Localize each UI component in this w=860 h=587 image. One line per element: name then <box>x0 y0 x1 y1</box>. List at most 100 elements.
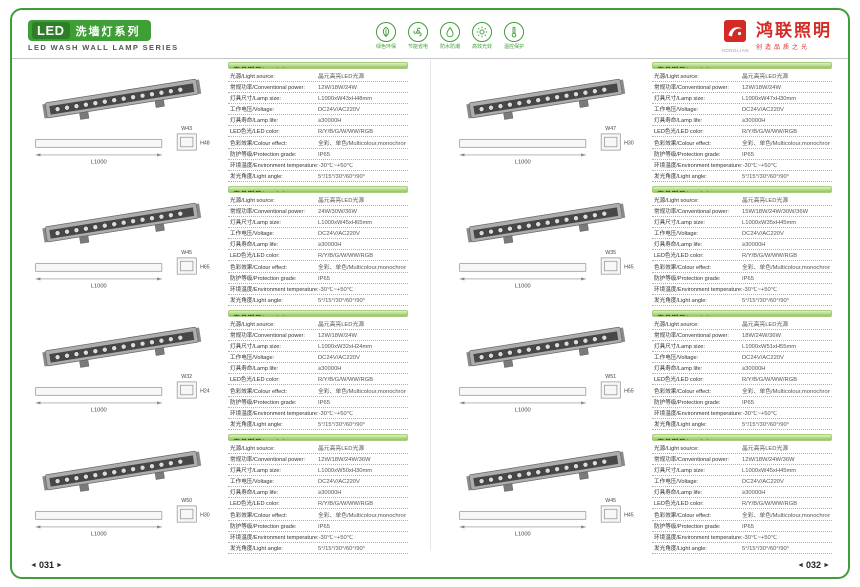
spec-rows: 光源/Light source: 晶元高亮LED光源常规功率/Convention… <box>652 317 832 430</box>
spec-row: 工作电压/Voltage:DC24V/AC220V <box>652 104 832 115</box>
product-photo: L1000 W51 H55 <box>459 326 634 414</box>
svg-text:W47: W47 <box>605 126 616 132</box>
product-figure: L1000 W45 H45 <box>452 434 648 551</box>
spec-value: 晶元高亮LED光源 <box>742 322 789 328</box>
svg-text:L1000: L1000 <box>515 532 531 538</box>
spec-label: 防护等级/Protection grade: <box>230 152 297 158</box>
brand-logo-subtext: HONGLIAN <box>721 47 749 53</box>
spec-value: DC24V/AC220V <box>742 231 784 237</box>
spec-table: 产品型号/Model：XQD-024 光源/Light source:晶元高亮L… <box>652 186 832 306</box>
spec-value: DC24V/AC220V <box>318 355 360 361</box>
spec-row: 环境温度/Environment temperature:-30℃~+50℃ <box>228 532 408 543</box>
svg-text:H48: H48 <box>200 140 210 146</box>
model-header: 产品型号/Model：XQD-025 <box>652 310 832 317</box>
spec-row: 发光角度/Light angle:5°/15°/30°/60°/90° <box>652 419 832 430</box>
thermometer-icon <box>504 22 525 42</box>
spec-row: 发光角度/Light angle:5°/15°/30°/60°/90° <box>652 171 832 182</box>
spec-label: LED色光/LED color: <box>230 253 280 259</box>
model-label: 产品型号/Model：XQD-023 <box>657 66 746 69</box>
spec-label: 环境温度/Environment temperature: <box>230 163 319 169</box>
spec-row: LED色光/LED color:R/Y/B/G/W/WW/RGB <box>228 126 408 137</box>
spec-row: 工作电压/Voltage:DC24V/AC220V <box>652 352 832 363</box>
spec-table: 产品型号/Model：XQD-023 光源/Light source:晶元高亮L… <box>652 62 832 182</box>
spec-table: 产品型号/Model：XQD-019 光源/Light source:晶元高亮L… <box>228 62 408 182</box>
spec-label: 工作电压/Voltage: <box>230 355 275 361</box>
spec-row: 灯具尺寸/Lamp size:L1000xW45xH65mm <box>228 217 408 228</box>
spec-row: 光源/Light source:晶元高亮LED光源 <box>228 194 408 206</box>
spec-value: DC24V/AC220V <box>318 107 360 113</box>
model-label: 产品型号/Model：XQD-024 <box>657 190 746 193</box>
spec-row: 发光角度/Light angle:5°/15°/30°/60°/90° <box>652 295 832 306</box>
model-label: 产品型号/Model：XQD-022 <box>233 438 322 441</box>
spec-row: 常规功率/Conventional power:18W/24W/36W <box>652 330 832 341</box>
product-figure: L1000 W50 H30 <box>28 434 224 551</box>
spec-value: 5°/15°/30°/60°/90° <box>318 174 366 180</box>
spec-value: 5°/15°/30°/60°/90° <box>318 298 366 304</box>
spec-label: 灯具尺寸/Lamp size: <box>654 96 705 102</box>
spec-value: DC24V/AC220V <box>318 479 360 485</box>
spec-table: 产品型号/Model：XQD-022 光源/Light source:晶元高亮L… <box>228 434 408 554</box>
spec-value: 晶元高亮LED光源 <box>742 446 789 452</box>
spec-label: 灯具尺寸/Lamp size: <box>654 468 705 474</box>
spec-row: 工作电压/Voltage: DC24V/AC220V <box>228 352 408 363</box>
spec-label: 灯具寿命/Lamp life: <box>230 118 279 124</box>
spec-row: 环境温度/Environment temperature:-30℃~+50℃ <box>228 160 408 171</box>
spec-value: -30℃~+50℃ <box>742 411 778 417</box>
spec-value: ≥30000H <box>318 242 342 248</box>
leaf-icon <box>375 22 396 42</box>
dimension-drawing: L1000 W51 H55 <box>459 374 634 414</box>
spec-label: 灯具寿命/Lamp life: <box>230 490 279 496</box>
spec-value: L1000xW47xH30mm <box>742 96 797 102</box>
product-photo: L1000 W45 H65 <box>35 202 210 290</box>
svg-text:W35: W35 <box>605 250 616 256</box>
spec-value: ≥30000H <box>742 242 766 248</box>
spec-row: 环境温度/Environment temperature:-30℃~+50℃ <box>652 532 832 543</box>
spec-label: 工作电压/Voltage: <box>654 355 699 361</box>
product-figure: L1000 W51 H55 <box>452 310 648 427</box>
spec-value: 晶元高亮LED光源 <box>742 74 789 80</box>
spec-row: 环境温度/Environment temperature:-30℃~+50℃ <box>652 160 832 171</box>
spec-label: 光源/Light source: <box>230 322 275 328</box>
spec-row: 光源/Light source:晶元高亮LED光源 <box>228 70 408 82</box>
series-title-en: LED WASH WALL LAMP SERIES <box>28 43 179 52</box>
page-header: LED 洗墙灯系列 LED WASH WALL LAMP SERIES 绿色环保 <box>12 10 848 59</box>
spec-value: IP65 <box>318 524 330 530</box>
spec-label: 环境温度/Environment temperature: <box>230 535 319 541</box>
spec-value: IP65 <box>742 524 754 530</box>
spec-value: R/Y/B/G/W/WW/RGB <box>742 501 798 507</box>
spec-label: 常规功率/Conventional power: <box>654 457 729 463</box>
spec-label: 工作电压/Voltage: <box>654 107 699 113</box>
spec-row: 工作电压/Voltage:DC24V/AC220V <box>228 104 408 115</box>
spec-row: 防护等级/Protection grade:IP65 <box>228 521 408 532</box>
eco-badge: 节能省电 <box>408 22 428 50</box>
spec-row: LED色光/LED color:R/Y/B/G/W/WW/RGB <box>228 374 408 385</box>
model-label: 产品型号/Model：XQD-020 <box>233 190 322 193</box>
product-card: L1000 W35 H45 产品型号/Model：XQD-024 光源/Ligh… <box>452 186 832 306</box>
spec-row: 光源/Light source:晶元高亮LED光源 <box>652 194 832 206</box>
spec-label: 灯具寿命/Lamp life: <box>654 118 703 124</box>
spec-row: 常规功率/Conventional power:12W/18W/24W <box>652 82 832 93</box>
spec-label: 光源/Light source: <box>654 322 699 328</box>
spec-value: IP65 <box>318 152 330 158</box>
spec-value: ≥30000H <box>318 366 342 372</box>
spec-row: 常规功率/Conventional power:12W/18W/24W/36W <box>652 454 832 465</box>
spec-value: -30℃~+50℃ <box>318 163 354 169</box>
spec-row: 环境温度/Environment temperature:-30℃~+50℃ <box>652 284 832 295</box>
eco-badge-label: 绿色环保 <box>375 44 396 50</box>
product-photo: L1000 W50 H30 <box>35 450 210 538</box>
spec-label: 光源/Light source: <box>230 446 275 452</box>
spec-value: L1000xW35xH45mm <box>742 220 797 226</box>
spec-row: 防护等级/Protection grade:IP65 <box>228 397 408 408</box>
spec-value: 全彩、单色/Multicolour,monochrome <box>742 389 830 395</box>
svg-text:H55: H55 <box>624 388 634 394</box>
spec-value: 5°/15°/30°/60°/90° <box>742 422 790 428</box>
lamp-bar-photo <box>466 326 626 368</box>
spec-value: ≥30000H <box>742 490 766 496</box>
spec-row: 常规功率/Conventional power:12W/18W/24W <box>228 82 408 93</box>
lamp-bar-photo <box>42 450 202 492</box>
model-header: 产品型号/Model：XQD-020 <box>228 186 408 193</box>
spec-row: LED色光/LED color:R/Y/B/G/W/WW/RGB <box>228 250 408 261</box>
spec-row: 常规功率/Conventional power:24W/30W/36W <box>228 206 408 217</box>
spec-value: 5°/15°/30°/60°/90° <box>318 546 366 552</box>
spec-label: 常规功率/Conventional power: <box>230 85 305 91</box>
